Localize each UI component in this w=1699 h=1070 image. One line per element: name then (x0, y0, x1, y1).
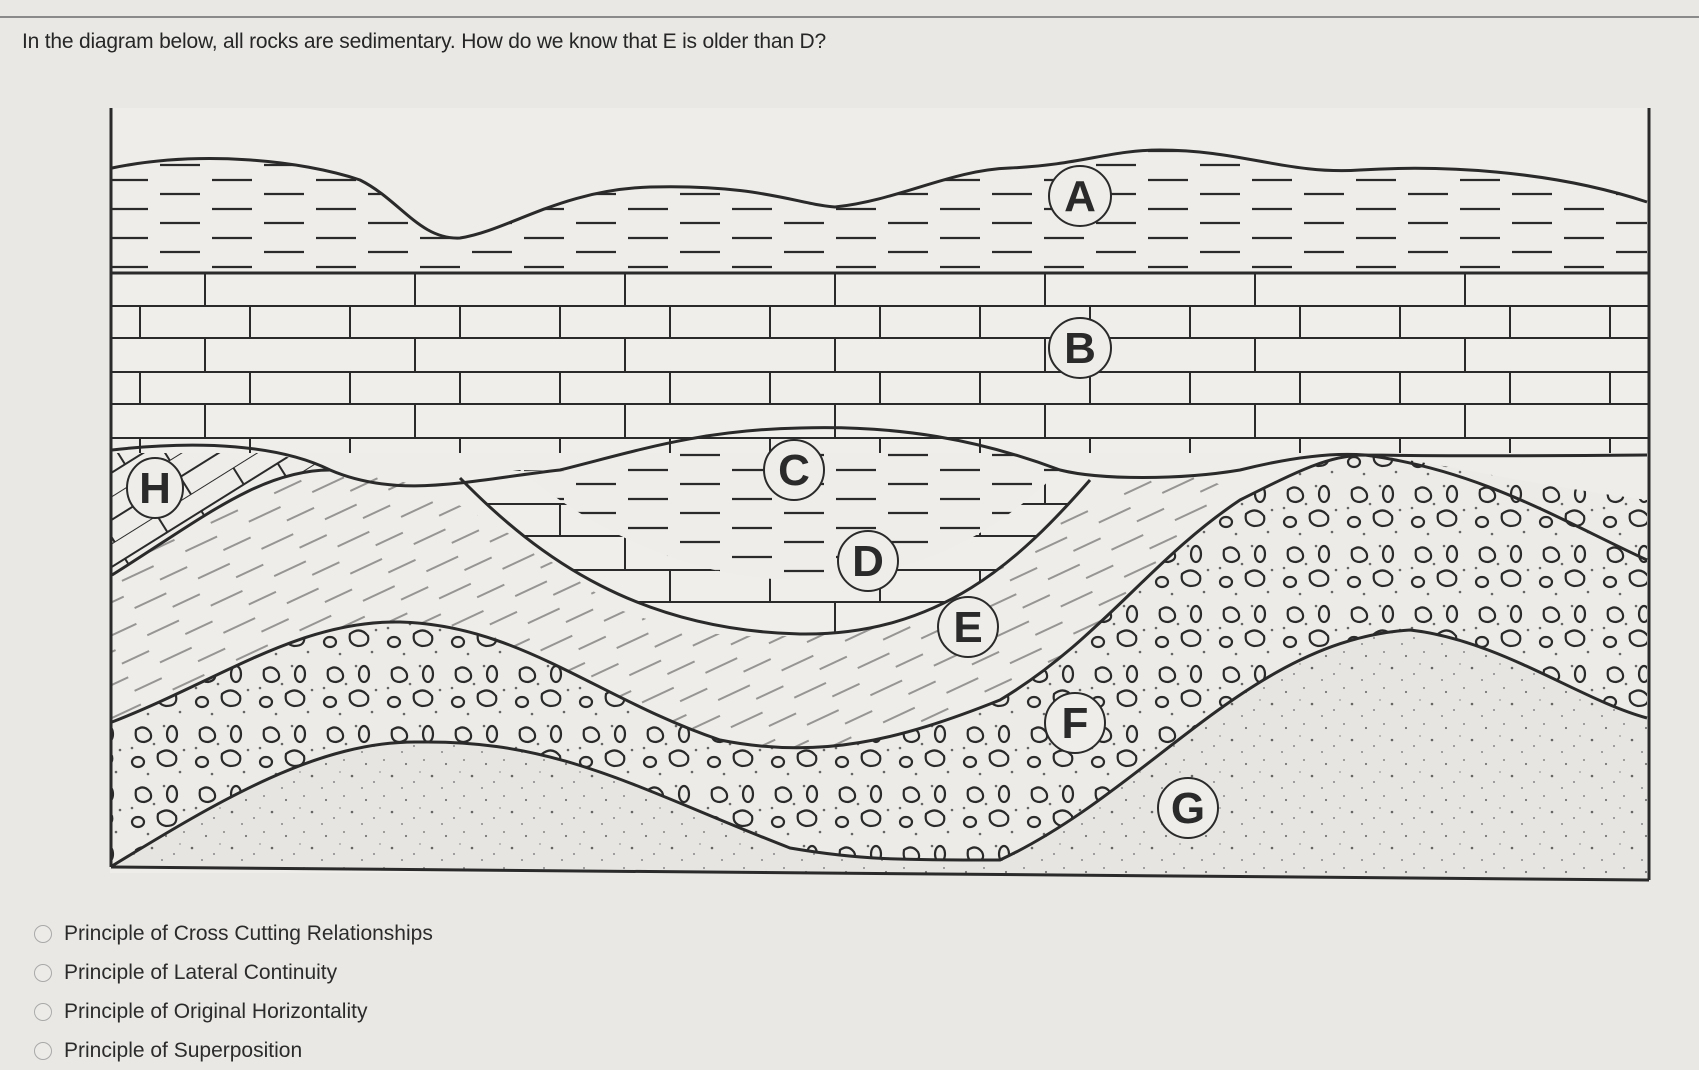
option-label: Principle of Superposition (64, 1038, 303, 1062)
svg-text:F: F (1062, 699, 1089, 748)
svg-text:D: D (852, 537, 884, 586)
label-e: E (937, 596, 999, 658)
option-cross-cutting[interactable]: Principle of Cross Cutting Relationships (34, 914, 433, 953)
label-c: C (763, 439, 825, 501)
answer-options: Principle of Cross Cutting Relationships… (34, 914, 433, 1070)
top-divider (0, 16, 1699, 18)
option-label: Principle of Original Horizontality (64, 999, 368, 1023)
option-lateral-continuity[interactable]: Principle of Lateral Continuity (34, 953, 433, 992)
option-label: Principle of Lateral Continuity (64, 960, 338, 984)
label-h: H (126, 457, 184, 519)
layer-b (110, 273, 1649, 453)
label-d: D (837, 530, 899, 592)
layer-c (520, 427, 1060, 580)
svg-text:A: A (1064, 172, 1096, 221)
layer-f (112, 455, 1647, 866)
svg-text:B: B (1064, 324, 1096, 373)
label-b: B (1048, 317, 1112, 379)
layer-a (112, 150, 1647, 273)
layer-g (112, 630, 1647, 880)
svg-text:C: C (778, 446, 810, 495)
radio-button[interactable] (34, 963, 52, 982)
label-f: F (1044, 692, 1106, 754)
radio-button[interactable] (34, 1002, 52, 1021)
radio-button[interactable] (34, 1041, 52, 1060)
svg-text:H: H (139, 464, 171, 513)
svg-text:E: E (953, 603, 982, 652)
label-g: G (1157, 777, 1219, 839)
radio-button[interactable] (34, 924, 52, 943)
option-label: Principle of Cross Cutting Relationships (64, 921, 433, 945)
question-text: In the diagram below, all rocks are sedi… (22, 30, 826, 53)
geologic-cross-section-diagram: A B C D E F G H (109, 108, 1651, 882)
option-original-horizontality[interactable]: Principle of Original Horizontality (34, 992, 433, 1031)
label-a: A (1048, 165, 1112, 227)
option-superposition[interactable]: Principle of Superposition (34, 1031, 433, 1070)
svg-text:G: G (1171, 784, 1205, 833)
